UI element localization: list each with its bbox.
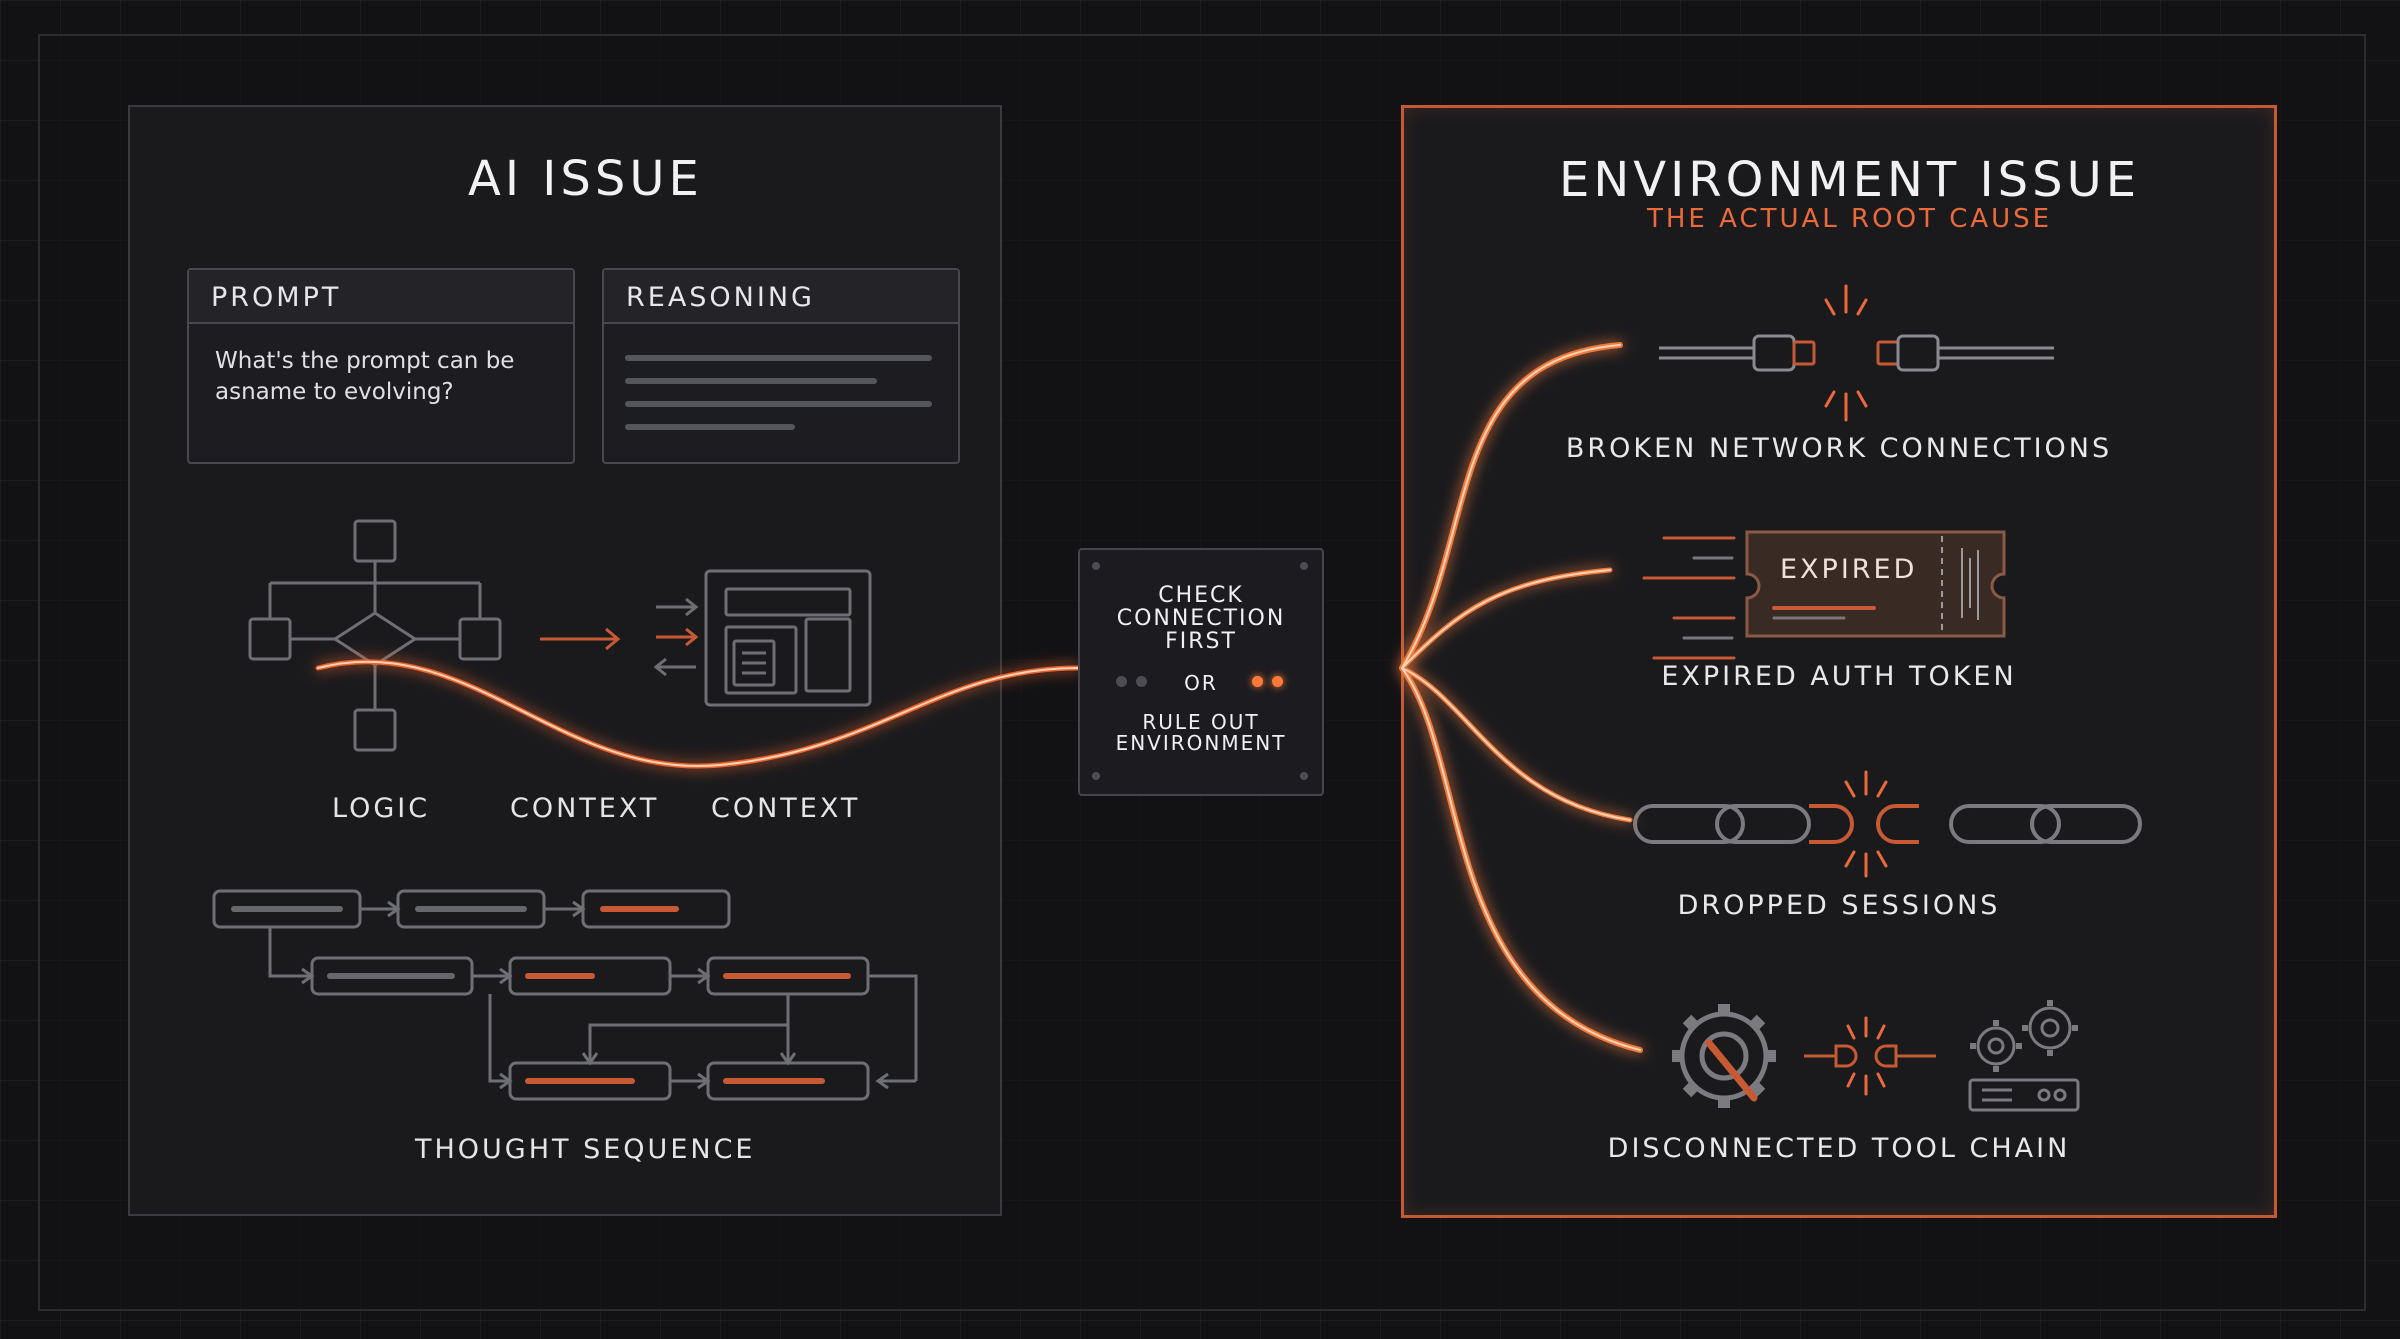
indicator-off-1 (1116, 676, 1127, 687)
indicator-off-2 (1136, 676, 1147, 687)
expired-ticket-icon (1642, 530, 2006, 660)
reasoning-lines (625, 355, 932, 430)
environment-issue-panel: ENVIRONMENT ISSUE THE ACTUAL ROOT CAUSE … (1401, 105, 2277, 1218)
expired-auth-label: EXPIRED AUTH TOKEN (1661, 661, 2017, 692)
reasoning-card: REASONING (602, 268, 960, 464)
environment-issue-title: ENVIRONMENT ISSUE (1559, 152, 2141, 208)
reasoning-card-heading: REASONING (626, 282, 815, 313)
ai-issue-title: AI ISSUE (468, 151, 703, 207)
logic-label: LOGIC (332, 793, 431, 824)
logic-flowchart-icon (212, 519, 918, 1101)
ticket-expired-text: EXPIRED (1780, 554, 1918, 585)
rule-out-environment-text: RULE OUT ENVIRONMENT (1115, 710, 1287, 755)
prompt-card-heading: PROMPT (211, 282, 342, 313)
or-text: OR (1184, 671, 1218, 695)
context-label-2: CONTEXT (711, 793, 861, 824)
thought-sequence-label: THOUGHT SEQUENCE (415, 1134, 756, 1165)
broken-network-label: BROKEN NETWORK CONNECTIONS (1565, 433, 2113, 464)
dropped-sessions-label: DROPPED SESSIONS (1677, 890, 2001, 921)
gear-tool-icon (1672, 1000, 2080, 1112)
broken-chain-icon (1633, 770, 2142, 878)
indicator-on-2 (1272, 676, 1283, 687)
decision-box: CHECK CONNECTION FIRST OR RULE OUT ENVIR… (1078, 548, 1324, 796)
prompt-text: What's the prompt can be asname to evolv… (215, 348, 515, 405)
check-connection-text: CHECK CONNECTION FIRST (1116, 583, 1286, 654)
prompt-card: PROMPT What's the prompt can be asname t… (187, 268, 575, 464)
broken-cable-icon (1659, 284, 2054, 422)
ai-issue-panel: AI ISSUE PROMPT What's the prompt can be… (128, 105, 1002, 1216)
disconnected-tool-chain-label: DISCONNECTED TOOL CHAIN (1607, 1133, 2071, 1164)
indicator-on-1 (1252, 676, 1263, 687)
context-label-1: CONTEXT (510, 793, 660, 824)
environment-issue-subtitle: THE ACTUAL ROOT CAUSE (1647, 204, 2053, 234)
